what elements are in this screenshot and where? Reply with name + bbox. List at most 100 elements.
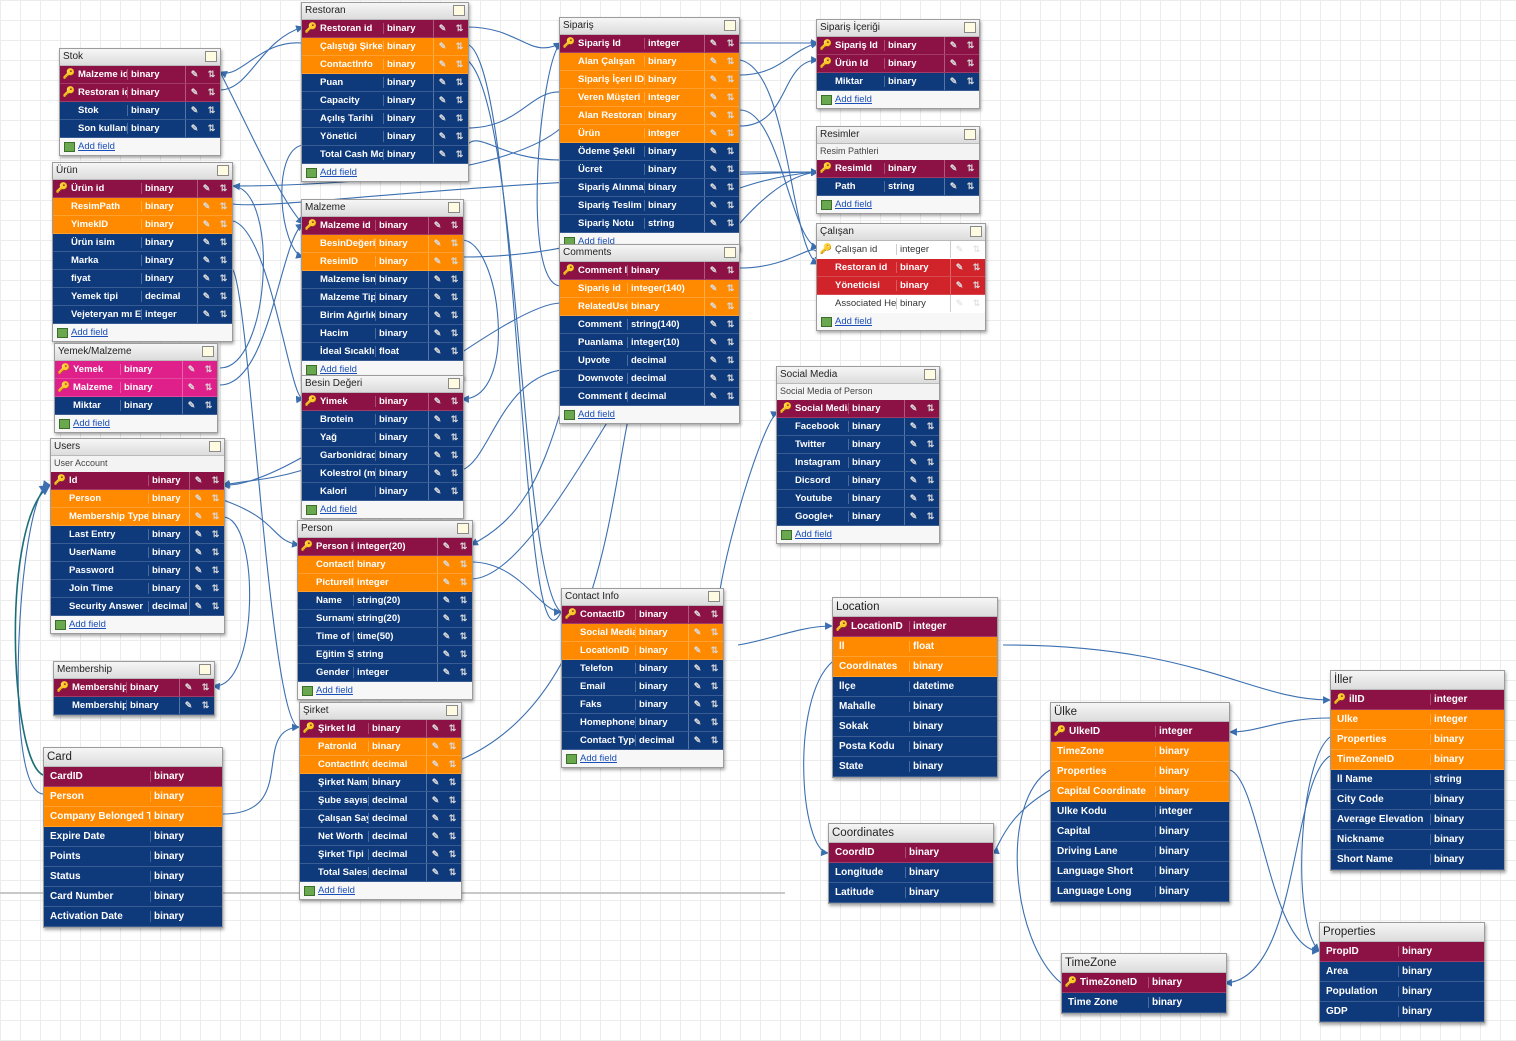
pencil-icon[interactable]: ✎ (433, 292, 442, 302)
updown-arrows-icon[interactable]: ⇅ (201, 682, 210, 692)
table-title[interactable]: Ülke (1051, 703, 1229, 722)
updown-arrows-icon[interactable]: ⇅ (211, 601, 220, 611)
field-row[interactable]: Social MediaIDbinary✎⇅ (562, 624, 723, 642)
updown-arrows-icon[interactable]: ⇅ (726, 56, 735, 66)
pencil-icon[interactable]: ✎ (949, 58, 958, 68)
updown-arrows-icon[interactable]: ⇅ (455, 77, 464, 87)
updown-arrows-icon[interactable]: ⇅ (211, 493, 220, 503)
pencil-icon[interactable]: ✎ (442, 595, 451, 605)
add-field-icon[interactable] (306, 167, 317, 178)
pencil-icon[interactable]: ✎ (431, 723, 440, 733)
pencil-icon[interactable]: ✎ (709, 301, 718, 311)
updown-arrows-icon[interactable]: ⇅ (211, 511, 220, 521)
pencil-icon[interactable]: ✎ (949, 40, 958, 50)
updown-arrows-icon[interactable]: ⇅ (211, 475, 220, 485)
updown-arrows-icon[interactable]: ⇅ (204, 364, 213, 374)
pencil-icon[interactable]: ✎ (709, 38, 718, 48)
table-edit-icon[interactable] (724, 247, 736, 258)
add-field-icon[interactable] (59, 418, 70, 429)
pencil-icon[interactable]: ✎ (431, 741, 440, 751)
pencil-icon[interactable]: ✎ (184, 700, 193, 710)
pencil-icon[interactable]: ✎ (194, 601, 203, 611)
table-title[interactable]: Şirket (300, 703, 461, 720)
updown-arrows-icon[interactable]: ⇅ (710, 609, 719, 619)
updown-arrows-icon[interactable]: ⇅ (972, 280, 981, 290)
pencil-icon[interactable]: ✎ (433, 238, 442, 248)
pencil-icon[interactable]: ✎ (693, 645, 702, 655)
pencil-icon[interactable]: ✎ (433, 396, 442, 406)
updown-arrows-icon[interactable]: ⇅ (726, 74, 735, 84)
updown-arrows-icon[interactable]: ⇅ (972, 298, 981, 308)
pencil-icon[interactable]: ✎ (202, 273, 211, 283)
updown-arrows-icon[interactable]: ⇅ (926, 457, 935, 467)
updown-arrows-icon[interactable]: ⇅ (450, 396, 459, 406)
updown-arrows-icon[interactable]: ⇅ (726, 38, 735, 48)
updown-arrows-icon[interactable]: ⇅ (450, 328, 459, 338)
pencil-icon[interactable]: ✎ (955, 244, 964, 254)
add-field-link[interactable]: Add field (78, 141, 115, 152)
pencil-icon[interactable]: ✎ (693, 735, 702, 745)
updown-arrows-icon[interactable]: ⇅ (448, 723, 457, 733)
pencil-icon[interactable]: ✎ (693, 609, 702, 619)
pencil-icon[interactable]: ✎ (709, 128, 718, 138)
updown-arrows-icon[interactable]: ⇅ (459, 595, 468, 605)
pencil-icon[interactable]: ✎ (202, 237, 211, 247)
table-edit-icon[interactable] (708, 591, 720, 602)
updown-arrows-icon[interactable]: ⇅ (448, 849, 457, 859)
updown-arrows-icon[interactable]: ⇅ (710, 627, 719, 637)
table-title[interactable]: Card (44, 748, 222, 767)
pencil-icon[interactable]: ✎ (433, 432, 442, 442)
updown-arrows-icon[interactable]: ⇅ (926, 421, 935, 431)
pencil-icon[interactable]: ✎ (433, 486, 442, 496)
table-title[interactable]: Sipariş İçeriği (817, 20, 979, 37)
updown-arrows-icon[interactable]: ⇅ (726, 301, 735, 311)
table-title[interactable]: Location (833, 598, 997, 617)
pencil-icon[interactable]: ✎ (433, 256, 442, 266)
table-edit-icon[interactable] (724, 20, 736, 31)
table-edit-icon[interactable] (457, 523, 469, 534)
updown-arrows-icon[interactable]: ⇅ (207, 105, 216, 115)
updown-arrows-icon[interactable]: ⇅ (710, 699, 719, 709)
updown-arrows-icon[interactable]: ⇅ (726, 319, 735, 329)
pencil-icon[interactable]: ✎ (909, 457, 918, 467)
